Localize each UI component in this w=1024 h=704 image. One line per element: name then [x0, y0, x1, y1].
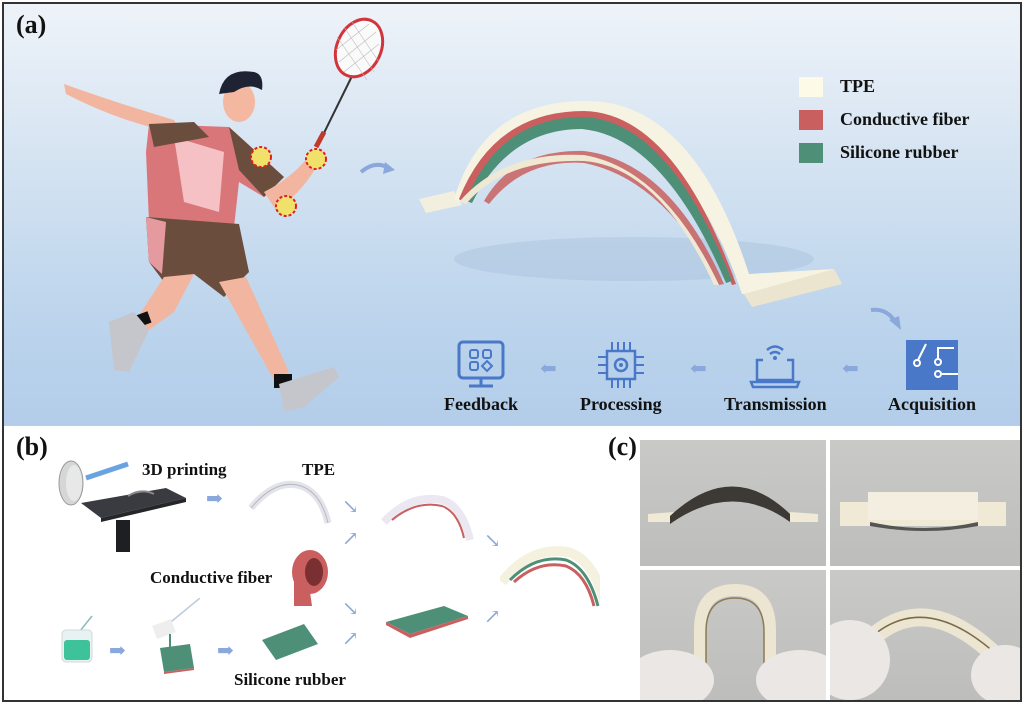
- right-arrow-icon: ➡: [217, 640, 234, 662]
- left-arrow-icon: ⬅: [842, 358, 859, 380]
- curved-arrow-down-icon: [870, 307, 901, 330]
- laminated-sheet-illustration: [386, 606, 468, 638]
- sensor-photo: [830, 608, 1020, 700]
- merge-arrow-icon: ↗: [342, 628, 359, 650]
- label-conductive-fiber: Conductive fiber: [150, 568, 273, 587]
- legend-item-tpe: TPE: [799, 70, 970, 103]
- flow-step-processing: Processing: [580, 340, 662, 415]
- flow-label: Processing: [580, 394, 662, 414]
- merge-arrow-icon: ↗: [484, 606, 501, 628]
- merge-arrow-icon: ↘: [342, 598, 359, 620]
- photo-u-bend: [640, 570, 826, 700]
- label-tpe: TPE: [302, 460, 336, 479]
- sensor-photo: [640, 583, 826, 700]
- curved-arrow-icon: [359, 162, 395, 174]
- sensor-photo: [840, 492, 1006, 531]
- panel-c-label: (c): [608, 432, 637, 461]
- final-sensor-arch-illustration: [500, 546, 610, 610]
- badminton-player-illustration: [64, 17, 385, 412]
- merge-arrow-icon: ↘: [342, 496, 359, 518]
- flow-step-transmission: Transmission: [724, 340, 827, 415]
- panel-a: (a): [4, 4, 1020, 426]
- beaker-illustration: [61, 615, 93, 663]
- flow-label: Acquisition: [888, 394, 977, 414]
- label-silicone-rubber: Silicone rubber: [234, 670, 346, 689]
- left-arrow-icon: ⬅: [540, 358, 557, 380]
- label-3d-printing: 3D printing: [142, 460, 227, 479]
- flow-step-feedback: Feedback: [444, 340, 518, 415]
- panel-b-label: (b): [16, 432, 48, 461]
- tpe-arch-illustration: [248, 480, 332, 524]
- conductive-arch-illustration: [381, 495, 474, 541]
- legend-item-conductive-fiber: Conductive fiber: [799, 103, 970, 136]
- photo-twist: [830, 570, 1020, 700]
- panel-a-label: (a): [16, 10, 47, 39]
- fiber-roll-illustration: [292, 550, 328, 606]
- legend-label: Silicone rubber: [840, 142, 959, 162]
- merge-arrow-icon: ↗: [342, 528, 359, 550]
- chip-gear-icon: [597, 342, 644, 388]
- flow-step-acquisition: Acquisition: [888, 340, 976, 415]
- right-arrow-icon: ➡: [109, 640, 126, 662]
- left-arrow-icon: ⬅: [690, 358, 707, 380]
- right-arrow-icon: ➡: [206, 488, 223, 510]
- sensor-arch-illustration: [419, 100, 842, 307]
- legend-label: Conductive fiber: [840, 109, 970, 129]
- conductive-fiber-swatch: [799, 109, 823, 130]
- sensor-photo: [648, 486, 818, 524]
- flow-label: Transmission: [724, 394, 827, 414]
- panel-b: (b) 3D printing ➡ TPE Conductive fiber ➡…: [4, 428, 624, 700]
- tpe-swatch: [799, 76, 823, 97]
- pouring-illustration: [152, 598, 200, 674]
- silicone-rubber-swatch: [799, 142, 823, 163]
- photo-arch-side: [640, 440, 826, 566]
- 3d-printer-illustration: [58, 460, 186, 552]
- panel-c: (c): [600, 428, 1020, 700]
- legend-label: TPE: [840, 76, 876, 96]
- circuit-board-icon: [906, 340, 959, 390]
- photo-flat-top: [830, 440, 1020, 566]
- material-legend: TPE Conductive fiber Silicone rubber: [799, 70, 970, 169]
- legend-item-silicone-rubber: Silicone rubber: [799, 136, 970, 169]
- laptop-wifi-icon: [749, 345, 802, 389]
- monitor-grid-icon: [457, 340, 505, 388]
- merge-arrow-icon: ↘: [484, 530, 501, 552]
- flow-label: Feedback: [444, 394, 518, 414]
- silicone-sheet-illustration: [262, 624, 318, 660]
